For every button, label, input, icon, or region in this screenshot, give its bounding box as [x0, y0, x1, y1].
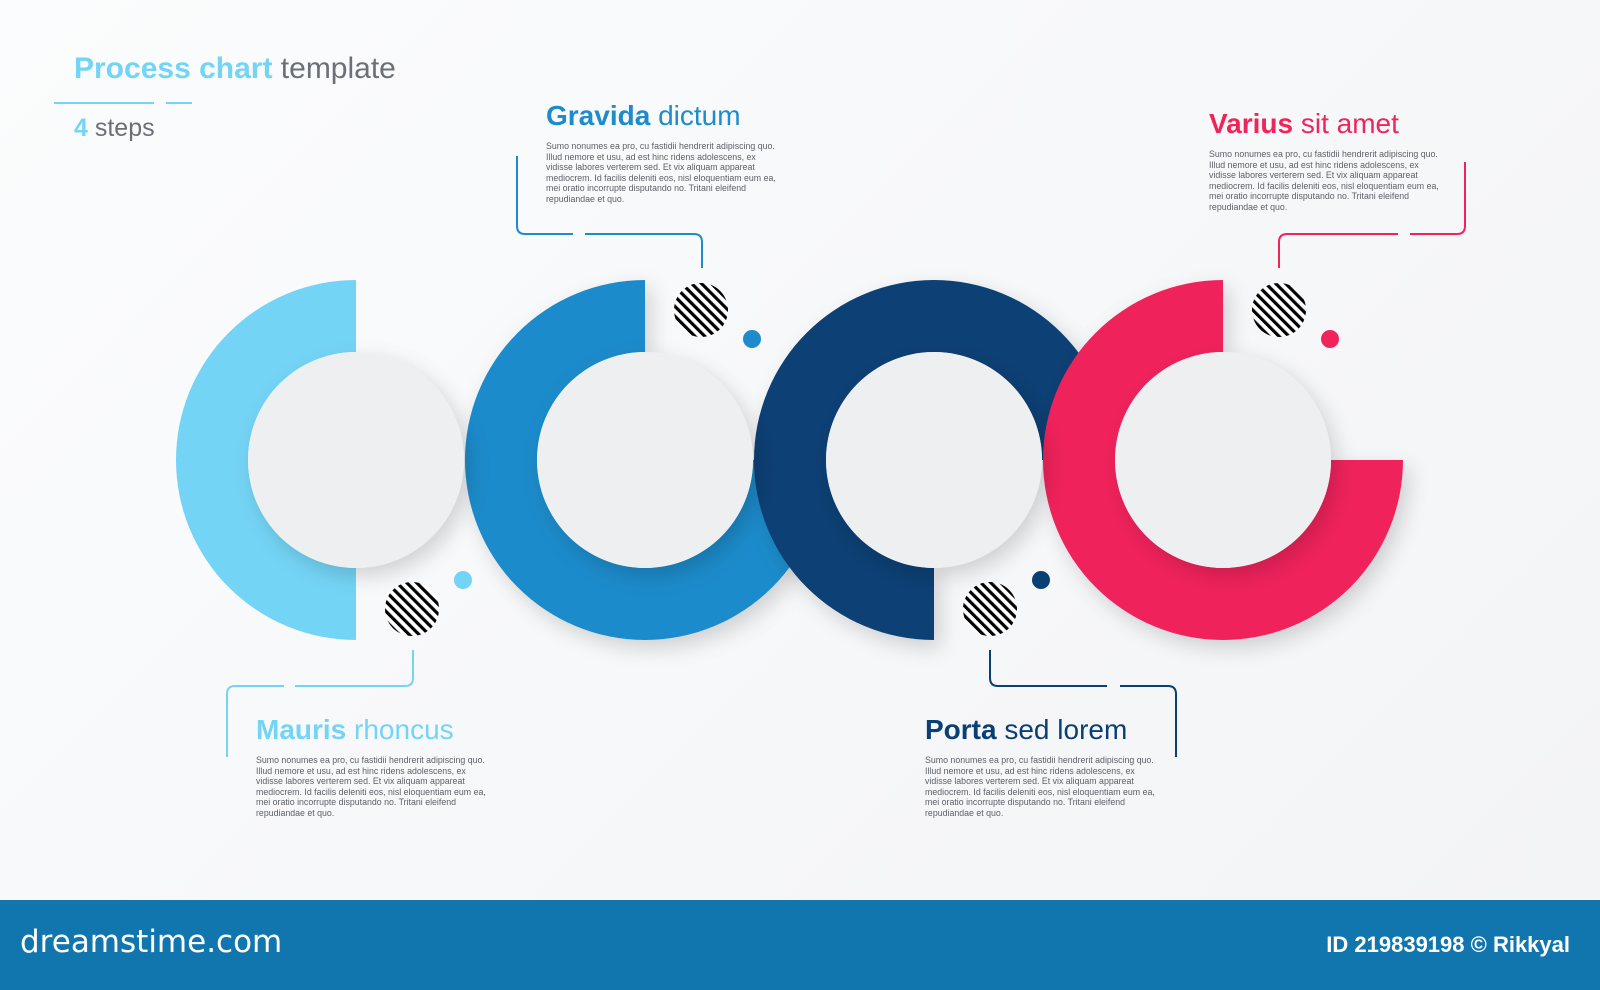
- step-1-description: Sumo nonumes ea pro, cu fastidii hendrer…: [256, 755, 486, 818]
- step-3-title-light: sed lorem: [1004, 714, 1128, 745]
- step-3-description: Sumo nonumes ea pro, cu fastidii hendrer…: [925, 755, 1155, 818]
- header-divider-short: [166, 102, 192, 104]
- step-1-title: Mauris rhoncus: [256, 714, 454, 746]
- step-4-inner-circle: [1115, 352, 1331, 568]
- header-divider: [54, 102, 154, 104]
- ring-step-1: [176, 280, 356, 640]
- title-light: template: [280, 52, 396, 85]
- step-1-title-strong: Mauris: [256, 714, 347, 745]
- title-strong: Process chart: [74, 52, 273, 85]
- step-3-title-strong: Porta: [925, 714, 997, 745]
- step-1-hatched-marker: [385, 582, 439, 636]
- page-title: Process chart template: [74, 52, 396, 86]
- ring-step-2: [465, 280, 825, 640]
- step-2-description: Sumo nonumes ea pro, cu fastidii hendrer…: [546, 141, 776, 204]
- step-1-inner-circle: [248, 352, 464, 568]
- step-4-hatched-marker: [1252, 283, 1306, 337]
- process-diagram: [176, 156, 1466, 757]
- step-3-hatched-marker: [963, 582, 1017, 636]
- infographic-stage: Process chart template 4 steps Mauris rh…: [0, 0, 1600, 900]
- steps-word: steps: [94, 114, 155, 142]
- step-4-title-light: sit amet: [1300, 108, 1399, 139]
- step-2-title: Gravida dictum: [546, 100, 741, 132]
- step-1-dot: [454, 571, 472, 589]
- step-2-title-strong: Gravida: [546, 100, 651, 131]
- step-2-hatched-marker: [674, 283, 728, 337]
- ring-step-3: [754, 280, 1114, 640]
- step-4-connector: [1278, 162, 1466, 268]
- step-4-description: Sumo nonumes ea pro, cu fastidii hendrer…: [1209, 149, 1439, 212]
- step-3-title: Porta sed lorem: [925, 714, 1127, 746]
- step-4-dot: [1321, 330, 1339, 348]
- step-3-dot: [1032, 571, 1050, 589]
- step-1-title-light: rhoncus: [354, 714, 454, 745]
- step-4-title-strong: Varius: [1209, 108, 1294, 139]
- step-2-connector: [516, 156, 703, 268]
- step-1-connector: [226, 650, 414, 757]
- footer-image-id: ID 219839198 © Rikkyal: [1326, 932, 1570, 957]
- step-4-title: Varius sit amet: [1209, 108, 1399, 140]
- step-2-title-light: dictum: [658, 100, 741, 131]
- footer-bar: dreamstime.com ID 219839198 © Rikkyal: [0, 900, 1600, 990]
- step-2-inner-circle: [537, 352, 753, 568]
- ring-step-4: [1043, 280, 1403, 640]
- steps-count: 4: [74, 114, 88, 142]
- step-3-connector: [989, 650, 1177, 757]
- step-2-dot: [743, 330, 761, 348]
- step-3-inner-circle: [826, 352, 1042, 568]
- steps-count-label: 4 steps: [74, 114, 155, 143]
- footer-brand-logo[interactable]: dreamstime.com: [20, 924, 283, 960]
